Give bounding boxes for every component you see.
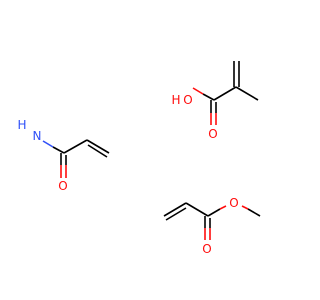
atom-ester-oxygen: O: [229, 196, 238, 210]
bond-to-hydroxyl-o: [192, 87, 204, 95]
molecule-methyl-acrylate: O O: [163, 196, 261, 256]
bond-to-hydroxyl: [202, 93, 215, 101]
bond-to-methyl: [235, 86, 259, 101]
bond-vinyl-double-a: [163, 202, 187, 217]
molecule-acrylamide: H N O: [17, 118, 110, 193]
atom-carbonyl-oxygen: O: [208, 127, 217, 141]
atom-hydroxyl-oxygen: O: [183, 93, 192, 107]
molecule-methacrylic-acid: H O O: [171, 61, 259, 141]
bond-vinyl-double-a: [86, 139, 110, 154]
bond-to-ester-oxygen-o: [219, 205, 227, 210]
methyl-acrylate-bonds: [163, 202, 261, 240]
atom-carbonyl-oxygen: O: [202, 242, 211, 256]
atom-hydroxyl-hydrogen: H: [171, 93, 180, 107]
bond-vinyl-double-b: [87, 144, 108, 158]
atom-amine-nitrogen: N: [33, 129, 42, 143]
bond-to-vinyl-carbon: [63, 139, 88, 154]
atom-carbonyl-oxygen: O: [58, 179, 67, 193]
methacrylic-acid-bonds: [192, 61, 259, 125]
acrylamide-bonds: [42, 139, 110, 178]
bond-to-ester-oxygen: [207, 208, 221, 217]
atom-amine-hydrogen: H: [17, 118, 26, 132]
bond-vinyl-double-b: [165, 207, 187, 221]
chemical-structure-diagram: H O O H N O: [17, 61, 261, 256]
bond-amine-n: [42, 140, 54, 148]
bond-ester-methyl-c: [247, 208, 261, 217]
bond-ester-methyl-o: [241, 205, 249, 210]
bond-to-carboxyl-carbon: [213, 86, 237, 101]
bond-to-carbonyl-carbon: [185, 202, 209, 217]
bond-amine-c: [52, 146, 65, 154]
